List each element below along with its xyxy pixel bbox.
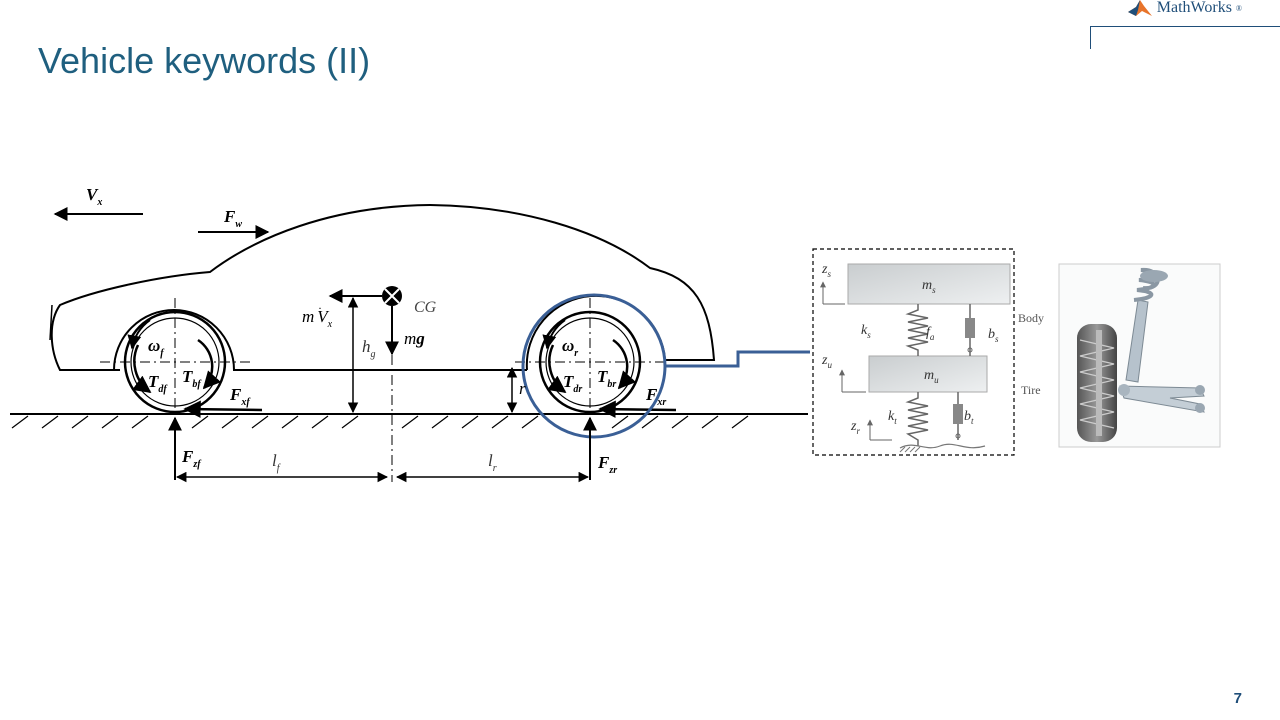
- rear-wheel-highlight: [521, 293, 667, 439]
- front-wheel: [100, 298, 263, 418]
- tire-label: Tire: [1021, 383, 1041, 397]
- unsprung-mass-block: [868, 355, 988, 393]
- rear-drive-torque-label: Tdr: [563, 372, 582, 395]
- logo-bracket: [1090, 26, 1280, 49]
- rear-radius-label: r: [519, 379, 526, 398]
- sprung-mass-label: ms: [922, 278, 936, 295]
- suspension-damper: [965, 304, 975, 356]
- front-normal-force-label: Fzf: [181, 447, 202, 470]
- strut-body: [1125, 299, 1149, 383]
- sprung-mass-block: [847, 263, 1011, 305]
- front-length-label: lf: [272, 451, 281, 474]
- rear-omega-label: ωr: [562, 336, 578, 359]
- rear-length-label: lr: [488, 451, 497, 474]
- page-number: 7: [1233, 690, 1242, 707]
- cg-height-label: hg: [362, 337, 376, 360]
- rear-normal-force-label: Fzr: [597, 453, 617, 476]
- car-body-outline: [50, 203, 716, 371]
- suspension-spring: [905, 304, 929, 356]
- wheel-disp-label: zu: [821, 353, 832, 370]
- spring-s-label: ks: [861, 323, 871, 340]
- center-of-gravity: [328, 286, 402, 482]
- inertia-dot: ·: [318, 301, 322, 315]
- suspension-strut-illustration: [1058, 263, 1221, 448]
- membrane-icon: [1127, 0, 1152, 16]
- highlight-connector: [665, 350, 810, 368]
- rear-long-force-label: Fxr: [645, 385, 666, 408]
- body-disp-label: zs: [821, 262, 831, 279]
- front-drive-torque-label: Tdf: [148, 372, 168, 395]
- mathworks-logo: MathWorks®: [1127, 0, 1242, 19]
- velocity-label: Vx: [86, 185, 102, 208]
- front-brake-torque-label: Tbf: [182, 367, 202, 390]
- front-omega-label: ωf: [148, 336, 165, 359]
- front-long-force-label: Fxf: [229, 385, 251, 408]
- road-disp-label: zr: [850, 419, 860, 436]
- road-profile: [899, 443, 986, 449]
- damper-s-label: bs: [988, 327, 999, 344]
- spring-t-label: kt: [888, 409, 897, 426]
- rear-brake-torque-label: Tbr: [597, 367, 616, 390]
- damper-t-label: bt: [964, 409, 974, 426]
- tire-spring: [905, 392, 929, 446]
- ground: [10, 413, 808, 429]
- logo-text: MathWorks: [1156, 0, 1232, 16]
- slide-title: Vehicle keywords (II): [38, 40, 371, 81]
- cg-label: CG: [414, 299, 437, 316]
- wind-force-label: Fw: [223, 207, 242, 230]
- quarter-car-model: ms mu zs zu zr ks fa bs kt bt Body Tire: [812, 248, 1044, 456]
- tire-damper: [953, 392, 963, 440]
- unsprung-mass-label: mu: [924, 368, 939, 385]
- body-label: Body: [1018, 311, 1044, 325]
- weight-label: mg: [404, 329, 425, 348]
- rear-wheel: [506, 298, 677, 418]
- actuator-label: fa: [926, 325, 935, 342]
